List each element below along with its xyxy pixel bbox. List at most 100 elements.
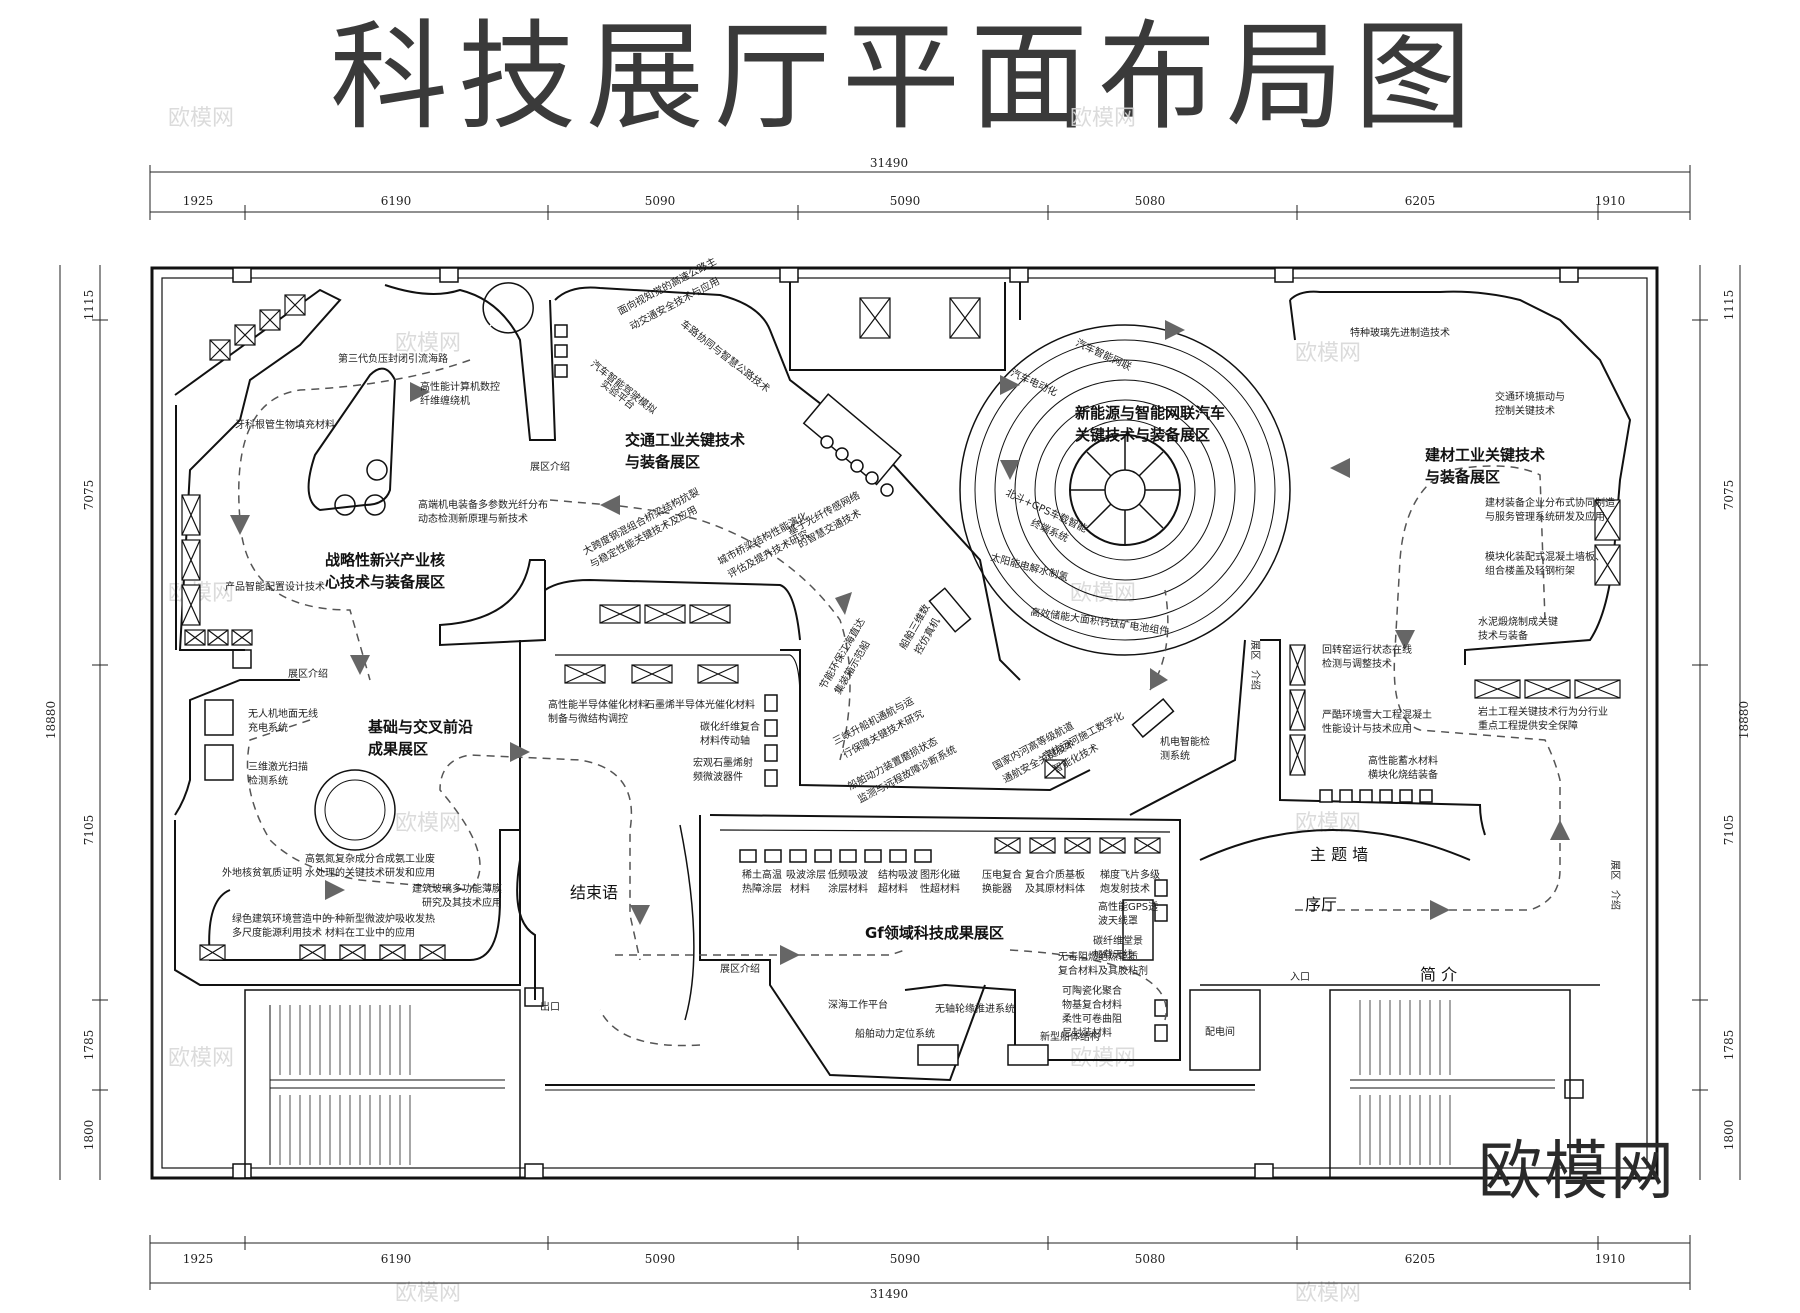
exhibit-label: 高性能GPS透 <box>1098 900 1158 913</box>
exhibit-label: 介绍 <box>1249 670 1262 690</box>
round-displays <box>802 393 903 497</box>
walls <box>150 266 1659 1180</box>
exhibit-label: 机电智能检 <box>1160 735 1210 748</box>
exhibit-label: 研究及其技术应用 <box>422 896 502 909</box>
exhibit-label: 多尺度能源利用技术 <box>232 926 322 939</box>
exhibit-label: 材料在工业中的应用 <box>325 926 415 939</box>
exhibit-label: 测系统 <box>1160 749 1190 762</box>
dim-total-top: 31490 <box>870 156 908 170</box>
dim-right-3: 7105 <box>1722 815 1736 846</box>
watermark-text: 欧模网 <box>1070 1046 1136 1071</box>
exhibit-label: 特种玻璃先进制造技术 <box>1350 326 1450 339</box>
exhibit-label: 第三代负压封闭引流海路 <box>338 352 448 365</box>
exhibit-label: 检测系统 <box>248 774 288 787</box>
dim-left-3: 7105 <box>82 815 96 846</box>
dim-right-2: 7075 <box>1722 480 1736 511</box>
exhibit-label: 及其原材料体 <box>1025 882 1085 895</box>
exhibit-label: 交通环境振动与 <box>1495 390 1565 403</box>
watermark-text: 欧模网 <box>1295 341 1361 366</box>
exhibit-label: 控制关键技术 <box>1495 404 1555 417</box>
exhibit-label: 性超材料 <box>920 882 960 895</box>
dim-bottom-4: 5090 <box>890 1252 921 1266</box>
watermarks: 欧模网 欧模网 欧模网 欧模网 欧模网 欧模网 欧模网 欧模网 欧模网 欧模网 … <box>168 106 1361 1306</box>
exhibit-label: 动态检测新原理与新技术 <box>418 512 528 525</box>
exhibit-label: 检测与调整技术 <box>1322 657 1392 670</box>
zone-title-strategic-1: 战略性新兴产业核 <box>325 551 445 569</box>
zone-title-building-2: 与装备展区 <box>1425 468 1500 486</box>
dim-right-4: 1785 <box>1722 1030 1736 1061</box>
dim-left-total: 18880 <box>44 701 58 739</box>
small-displays <box>204 324 1433 1066</box>
zone-title-basic-2: 成果展区 <box>368 740 428 758</box>
watermark-text: 欧模网 <box>1070 106 1136 131</box>
exhibit-label: 物基复合材料 <box>1062 998 1122 1011</box>
exhibit-label: 纤维缠绕机 <box>420 394 470 407</box>
exhibit-label: 梯度飞片多级 <box>1100 868 1160 881</box>
exhibit-label: 展区介绍 <box>720 962 760 975</box>
dim-bottom-5: 5080 <box>1135 1252 1166 1266</box>
exhibit-label: 建材装备企业分布式协同制造 <box>1485 496 1615 509</box>
exit-label: 出口 <box>540 1000 560 1013</box>
exhibit-label: 碳化纤维复合 <box>700 720 760 733</box>
dim-bottom-7: 1910 <box>1595 1252 1626 1266</box>
dimension-lines <box>59 165 1741 1290</box>
ending-label: 结束语 <box>570 883 618 902</box>
zone-title-nev-1: 新能源与智能网联汽车 <box>1075 404 1225 422</box>
exhibit-label: 展区介绍 <box>530 460 570 473</box>
exhibit-label: 柔性可卷曲阻 <box>1062 1012 1122 1025</box>
exhibit-label: 复合介质基板 <box>1025 868 1085 881</box>
exhibit-label: 高性能计算机数控 <box>420 380 500 393</box>
watermark-text: 欧模网 <box>168 106 234 131</box>
watermark-text: 欧模网 <box>1295 1281 1361 1306</box>
exhibit-label: 深海工作平台 <box>828 998 888 1011</box>
zone-title-transport-1: 交通工业关键技术 <box>625 431 745 449</box>
exhibit-label: 复合材料及其胶粘剂 <box>1058 964 1148 977</box>
exhibit-label: 无轴轮缘推进系统 <box>935 1002 1015 1015</box>
exhibit-label: 无毒阻燃绝热轻质 <box>1058 950 1138 963</box>
exhibit-label: 高端机电装备多参数光纤分布 <box>418 498 548 511</box>
exhibit-label: 展区介绍 <box>288 667 328 680</box>
watermark-text: 欧模网 <box>1070 581 1136 606</box>
exhibit-label: 绿色建筑环境营造中的 <box>232 912 332 925</box>
exhibit-label: 回转窑运行状态在线 <box>1322 643 1412 656</box>
stair-steps <box>279 1000 1451 1165</box>
dim-right-1: 1115 <box>1722 290 1736 321</box>
exhibit-label: 车路协同与智慧公路技术 <box>678 317 773 395</box>
exhibit-label: 三维激光扫描 <box>248 760 308 773</box>
exhibit-label: 高效储能大面积钙钛矿电池组件 <box>1030 605 1170 637</box>
route-arrows <box>230 320 1570 965</box>
dim-bottom-2: 6190 <box>381 1252 412 1266</box>
dim-bottom-1: 1925 <box>183 1252 214 1266</box>
exhibit-label: 宏观石墨烯射 <box>693 756 753 769</box>
exhibit-label: 低频吸波 <box>828 868 868 881</box>
dim-top-5: 5080 <box>1135 194 1166 208</box>
dim-total-bottom: 31490 <box>870 1287 908 1301</box>
dim-left-1: 1115 <box>82 290 96 321</box>
exhibit-label: 加载天线 <box>1093 948 1133 961</box>
dim-top-6: 6205 <box>1405 194 1436 208</box>
zone-titles: 战略性新兴产业核 心技术与装备展区 交通工业关键技术 与装备展区 新能源与智能网… <box>325 404 1545 1038</box>
exhibit-label: 产品智能配置设计技术 <box>225 580 325 593</box>
exhibit-label: 性能设计与技术应用 <box>1322 722 1412 735</box>
zone-title-strategic-2: 心技术与装备展区 <box>325 573 445 591</box>
exhibit-label: 材料传动轴 <box>700 734 750 747</box>
exhibit-label: 高氨氮复杂成分合成氨工业废 <box>305 852 435 865</box>
brand-logo: 欧模网 <box>1478 1135 1676 1209</box>
exhibit-label: 热障涂层 <box>742 882 782 895</box>
exhibit-label: 碳纤维堂景 <box>1093 934 1143 947</box>
entrance-label: 入口 <box>1290 972 1310 983</box>
zone-title-gf: Gf领域科技成果展区 <box>865 924 1004 942</box>
zone-title-nev-2: 关键技术与装备展区 <box>1075 426 1210 444</box>
exhibit-label: 新型船体结构 <box>1040 1030 1100 1043</box>
exhibit-label: 横块化烧结装备 <box>1368 768 1438 781</box>
zone-title-basic-1: 基础与交叉前沿 <box>367 718 473 736</box>
exhibit-label: 结构吸波 <box>878 868 918 881</box>
exhibit-label: 严酷环境雪大工程混凝土 <box>1322 708 1432 721</box>
exhibit-label: 高性能半导体催化材料 <box>548 698 648 711</box>
exhibit-label: 模块化装配式混凝土墙板、 <box>1485 550 1605 563</box>
exhibit-label: 组合楼盖及轻钢桁架 <box>1485 564 1575 577</box>
watermark-text: 欧模网 <box>168 581 234 606</box>
exhibit-label: 高性能蓄水材料 <box>1368 754 1438 767</box>
dim-bottom-3: 5090 <box>645 1252 676 1266</box>
